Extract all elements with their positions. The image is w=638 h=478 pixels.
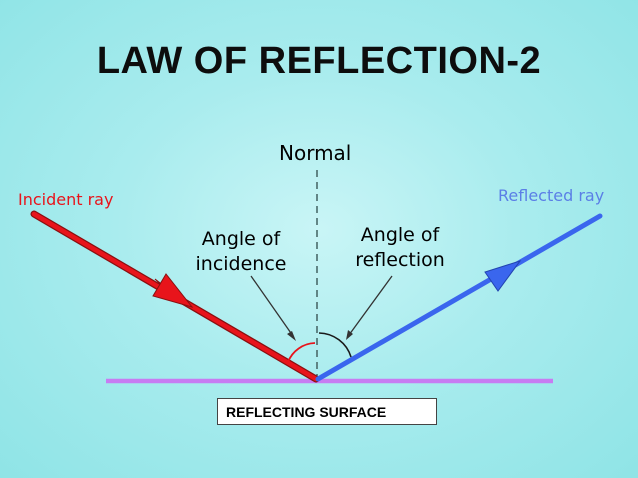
incidence-pointer-line — [250, 275, 294, 337]
incident-ray-label: Incident ray — [18, 190, 114, 209]
reflection-pointer-line — [348, 275, 393, 336]
reflection-pointer-arrowhead — [346, 330, 353, 340]
reflected-ray-line — [315, 213, 603, 382]
angle-of-incidence-line1: Angle of — [201, 228, 281, 250]
slide-title: LAW OF REFLECTION-2 — [96, 40, 542, 82]
incidence-pointer-arrowhead — [287, 331, 296, 341]
angle-of-incidence-arc — [287, 342, 316, 363]
incident-ray-arrowhead-main — [152, 273, 194, 308]
reflecting-surface-label: REFLECTING SURFACE — [217, 398, 437, 425]
angle-of-reflection-line1: Angle of — [360, 224, 440, 246]
normal-label: Normal — [279, 141, 352, 165]
angle-of-incidence-label: Angle of incidence — [186, 227, 296, 277]
angle-of-incidence-line2: incidence — [195, 253, 287, 275]
angle-of-reflection-label: Angle of reflection — [343, 223, 457, 273]
angle-of-reflection-arc — [318, 332, 352, 358]
angle-of-reflection-line2: reflection — [355, 249, 445, 271]
reflected-ray-arrowhead — [484, 260, 522, 292]
reflected-ray-label: Reflected ray — [498, 186, 605, 205]
